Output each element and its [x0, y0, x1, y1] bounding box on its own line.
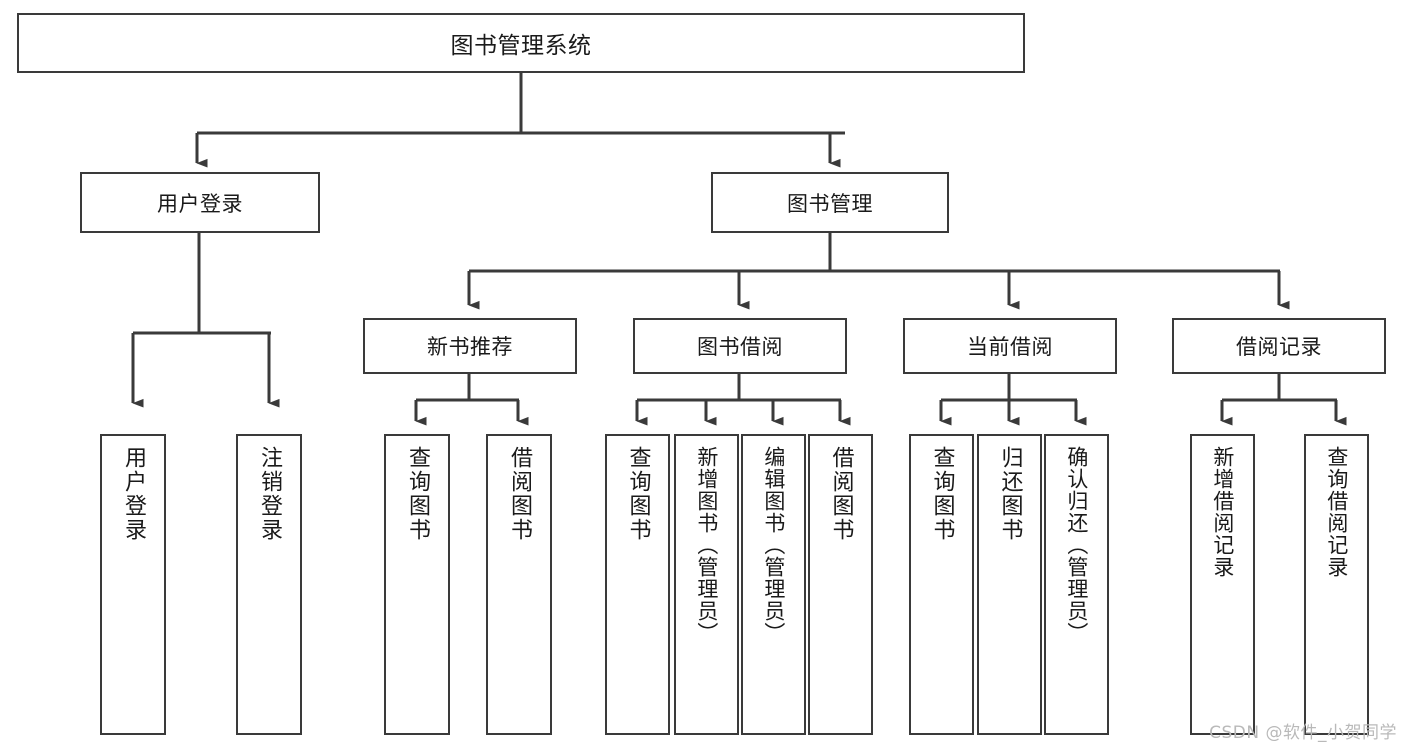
node-leaf-user-login[interactable]: 用户登录 [100, 434, 166, 735]
node-current-borrow[interactable]: 当前借阅 [903, 318, 1117, 374]
node-leaf-add-record-label: 新增借阅记录 [1210, 446, 1235, 578]
node-leaf-borrow-book-1-label: 借阅图书 [506, 446, 532, 542]
node-leaf-logout[interactable]: 注销登录 [236, 434, 302, 735]
node-current-borrow-label: 当前借阅 [967, 335, 1053, 359]
node-leaf-query-record-label: 查询借阅记录 [1324, 446, 1349, 578]
node-new-book-recommend[interactable]: 新书推荐 [363, 318, 577, 374]
node-leaf-edit-book-label: 编辑图书（管理员） [761, 446, 786, 644]
node-leaf-return-book-label: 归还图书 [997, 446, 1023, 542]
node-leaf-add-book-label: 新增图书（管理员） [694, 446, 719, 644]
node-leaf-return-book[interactable]: 归还图书 [977, 434, 1042, 735]
node-borrow-record-label: 借阅记录 [1236, 335, 1322, 359]
node-book-borrow[interactable]: 图书借阅 [633, 318, 847, 374]
node-leaf-query-book-3-label: 查询图书 [929, 446, 955, 542]
node-leaf-borrow-book-1[interactable]: 借阅图书 [486, 434, 552, 735]
node-book-manage-label: 图书管理 [787, 191, 873, 216]
node-leaf-add-book[interactable]: 新增图书（管理员） [674, 434, 739, 735]
node-borrow-record[interactable]: 借阅记录 [1172, 318, 1386, 374]
node-book-borrow-label: 图书借阅 [697, 335, 783, 359]
node-new-book-recommend-label: 新书推荐 [427, 335, 513, 359]
node-leaf-edit-book[interactable]: 编辑图书（管理员） [741, 434, 806, 735]
node-leaf-query-book-3[interactable]: 查询图书 [909, 434, 974, 735]
node-leaf-query-book-1[interactable]: 查询图书 [384, 434, 450, 735]
node-user-login[interactable]: 用户登录 [80, 172, 320, 233]
node-leaf-query-book-2[interactable]: 查询图书 [605, 434, 670, 735]
node-leaf-query-book-2-label: 查询图书 [625, 446, 651, 542]
node-user-login-label: 用户登录 [157, 191, 243, 216]
node-root[interactable]: 图书管理系统 [17, 13, 1025, 73]
node-leaf-add-record[interactable]: 新增借阅记录 [1190, 434, 1255, 735]
node-leaf-user-login-label: 用户登录 [120, 446, 146, 542]
node-leaf-logout-label: 注销登录 [256, 446, 282, 542]
node-book-manage[interactable]: 图书管理 [711, 172, 949, 233]
node-leaf-query-book-1-label: 查询图书 [404, 446, 430, 542]
node-leaf-confirm-return-label: 确认归还（管理员） [1064, 446, 1089, 644]
node-leaf-confirm-return[interactable]: 确认归还（管理员） [1044, 434, 1109, 735]
csdn-watermark: CSDN @软件_小贺同学 [1209, 723, 1397, 743]
node-leaf-query-record[interactable]: 查询借阅记录 [1304, 434, 1369, 735]
node-leaf-borrow-book-2[interactable]: 借阅图书 [808, 434, 873, 735]
node-leaf-borrow-book-2-label: 借阅图书 [828, 446, 854, 542]
node-root-label: 图书管理系统 [450, 33, 592, 59]
